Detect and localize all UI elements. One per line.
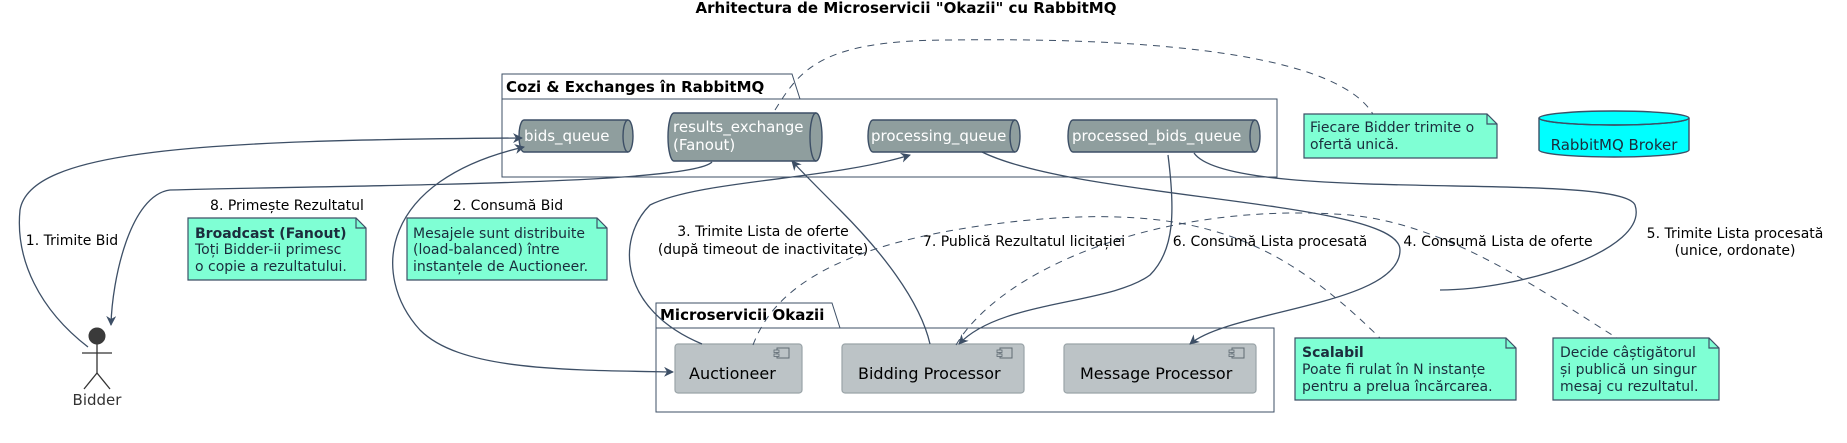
edge-1-send-bid bbox=[18, 133, 523, 348]
queue-processing: processing_queue bbox=[867, 119, 1021, 153]
actor-bidder-label: Bidder bbox=[73, 391, 123, 409]
edges bbox=[18, 133, 1637, 377]
queue-processed-bids-label: processed_bids_queue bbox=[1072, 127, 1241, 146]
component-icon bbox=[1231, 347, 1245, 359]
edge-5-label-line1: 5. Trimite Lista procesată bbox=[1647, 226, 1824, 242]
edge-3-send-offer-list bbox=[628, 152, 911, 345]
edge-6-consume-processed-list bbox=[958, 154, 1173, 345]
edge-labels: 1. Trimite Bid 2. Consumă Bid 3. Trimite… bbox=[26, 198, 1824, 259]
edge-2-label: 2. Consumă Bid bbox=[453, 198, 563, 214]
note-load-balanced-line1: Mesajele sunt distribuite bbox=[413, 226, 585, 242]
edge-8-receive-result bbox=[106, 161, 713, 326]
note-scalable-line2: pentru a prelua încărcarea. bbox=[1302, 379, 1493, 395]
edge-3-label-line1: 3. Trimite Lista de oferte bbox=[677, 224, 848, 240]
note-scalable: Scalabil Poate fi rulat în N instanțe pe… bbox=[1294, 337, 1517, 401]
edge-6-label: 6. Consumă Lista procesată bbox=[1173, 234, 1368, 250]
edge-7-publish-result bbox=[791, 160, 931, 345]
note-load-balanced-line3: instanțele de Auctioneer. bbox=[413, 259, 588, 275]
rabbitmq-broker: RabbitMQ Broker bbox=[1538, 110, 1690, 158]
rabbitmq-package-title: Cozi & Exchanges în RabbitMQ bbox=[506, 78, 764, 96]
queue-results-exchange: results_exchange (Fanout) bbox=[667, 112, 823, 162]
edge-5-send-processed-list bbox=[1193, 152, 1637, 291]
component-bidding-processor-label: Bidding Processor bbox=[858, 364, 1001, 383]
diagram-title: Arhitectura de Microservicii "Okazii" cu… bbox=[696, 0, 1117, 17]
actor-bidder: Bidder bbox=[73, 327, 123, 409]
edge-1-label: 1. Trimite Bid bbox=[26, 233, 118, 249]
component-message-processor-label: Message Processor bbox=[1080, 364, 1233, 383]
note-bidder-unique-line2: ofertă unică. bbox=[1310, 137, 1399, 153]
queue-bids: bids_queue bbox=[518, 119, 634, 153]
note-broadcast-title: Broadcast (Fanout) bbox=[195, 226, 347, 242]
note-winner-line2: și publică un singur bbox=[1560, 362, 1697, 378]
note-bidder-unique-line1: Fiecare Bidder trimite o bbox=[1310, 120, 1474, 136]
queue-bids-label: bids_queue bbox=[524, 127, 610, 146]
note-load-balanced-line2: (load-balanced) între bbox=[413, 242, 560, 258]
edge-5-label-line2: (unice, ordonate) bbox=[1675, 243, 1796, 259]
component-icon bbox=[776, 347, 790, 359]
queue-processing-label: processing_queue bbox=[871, 127, 1006, 146]
note-scalable-title: Scalabil bbox=[1302, 345, 1364, 361]
note-broadcast-line2: o copie a rezultatului. bbox=[195, 259, 347, 275]
component-bidding-processor: Bidding Processor bbox=[841, 343, 1025, 394]
microservices-package-title: Microservicii Okazii bbox=[660, 306, 824, 324]
edge-8-label: 8. Primește Rezultatul bbox=[210, 198, 364, 214]
note-broadcast-line1: Toți Bidder-ii primesc bbox=[194, 242, 341, 258]
edge-7-label: 7. Publică Rezultatul licitației bbox=[923, 234, 1125, 250]
note-winner-line1: Decide câștigătorul bbox=[1560, 345, 1696, 361]
note-bidder-unique: Fiecare Bidder trimite o ofertă unică. bbox=[1303, 113, 1498, 159]
note-broadcast: Broadcast (Fanout) Toți Bidder-ii primes… bbox=[187, 217, 367, 281]
note-load-balanced: Mesajele sunt distribuite (load-balanced… bbox=[406, 217, 608, 281]
edge-4-label: 4. Consumă Lista de oferte bbox=[1403, 234, 1592, 250]
rabbitmq-broker-label: RabbitMQ Broker bbox=[1551, 136, 1679, 154]
results-exchange-label-line1: results_exchange bbox=[673, 118, 804, 137]
note-winner: Decide câștigătorul și publică un singur… bbox=[1552, 337, 1720, 401]
results-exchange-label-line2: (Fanout) bbox=[673, 136, 735, 154]
note-scalable-line1: Poate fi rulat în N instanțe bbox=[1302, 362, 1485, 378]
component-auctioneer-label: Auctioneer bbox=[689, 364, 776, 383]
note-winner-line3: mesaj cu rezultatul. bbox=[1560, 379, 1698, 395]
component-message-processor: Message Processor bbox=[1063, 343, 1257, 394]
component-auctioneer: Auctioneer bbox=[674, 343, 803, 394]
edge-3-label-line2: (după timeout de inactivitate) bbox=[658, 242, 868, 258]
queue-processed-bids: processed_bids_queue bbox=[1067, 119, 1261, 153]
edge-2-consume-bid bbox=[392, 144, 674, 377]
edge-4-consume-offer-list bbox=[981, 151, 1401, 345]
note-connectors bbox=[752, 39, 1618, 346]
component-icon bbox=[999, 347, 1013, 359]
